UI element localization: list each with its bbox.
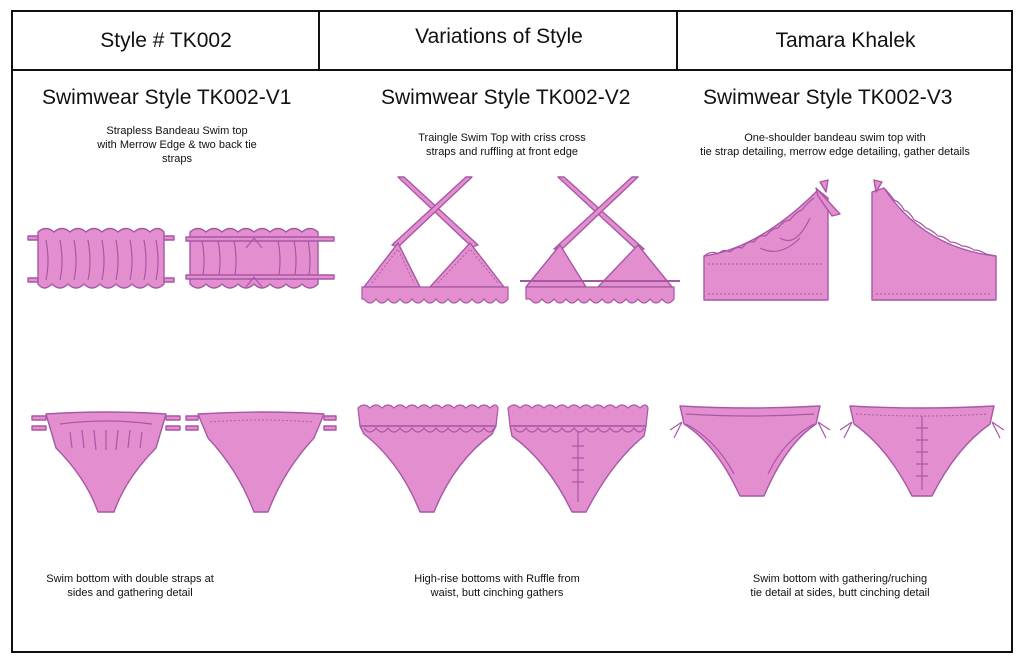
v1-bottom-back [185, 411, 337, 513]
designer-name: Tamara Khalek [775, 28, 916, 52]
v2-triangle-top-front [361, 176, 509, 304]
variation-2-title: Swimwear Style TK002-V2 [381, 86, 631, 109]
style-sheet: Style # TK002 Variations of Style Tamara… [11, 10, 1013, 653]
v3-bottom-front [669, 405, 831, 497]
v3-one-shoulder-top-back [871, 179, 997, 301]
v2-bottom-front [357, 404, 499, 513]
v3-one-shoulder-top-front [703, 179, 841, 301]
v1-bandeau-top-back [185, 227, 335, 289]
designer-cell: Tamara Khalek [678, 12, 1013, 69]
v3-bottom-back [839, 405, 1005, 497]
section-title: Variations of Style [415, 24, 583, 48]
header-row: Style # TK002 Variations of Style Tamara… [13, 12, 1011, 71]
v2-bottom-back [507, 404, 649, 513]
section-cell: Variations of Style [320, 8, 678, 65]
v2-triangle-top-back [520, 176, 680, 304]
variation-2-top-description: Traingle Swim Top with criss cross strap… [418, 132, 586, 158]
v1-bottom-front [31, 411, 181, 513]
header-divider [318, 12, 320, 69]
variation-1-top-description: Strapless Bandeau Swim top with Merrow E… [97, 125, 257, 165]
variation-1-bottom-description: Swim bottom with double straps at sides … [46, 573, 214, 599]
variation-3-top-description: One-shoulder bandeau swim top with tie s… [700, 132, 970, 158]
variation-1-title: Swimwear Style TK002-V1 [42, 86, 292, 109]
style-number: Style # TK002 [100, 28, 232, 52]
variation-3-title: Swimwear Style TK002-V3 [703, 86, 953, 109]
v1-bandeau-top-front [27, 227, 175, 289]
style-number-cell: Style # TK002 [13, 12, 319, 69]
header-divider [676, 12, 678, 69]
variation-2-bottom-description: High-rise bottoms with Ruffle from waist… [414, 573, 580, 599]
variation-3-bottom-description: Swim bottom with gathering/ruching tie d… [750, 573, 930, 599]
